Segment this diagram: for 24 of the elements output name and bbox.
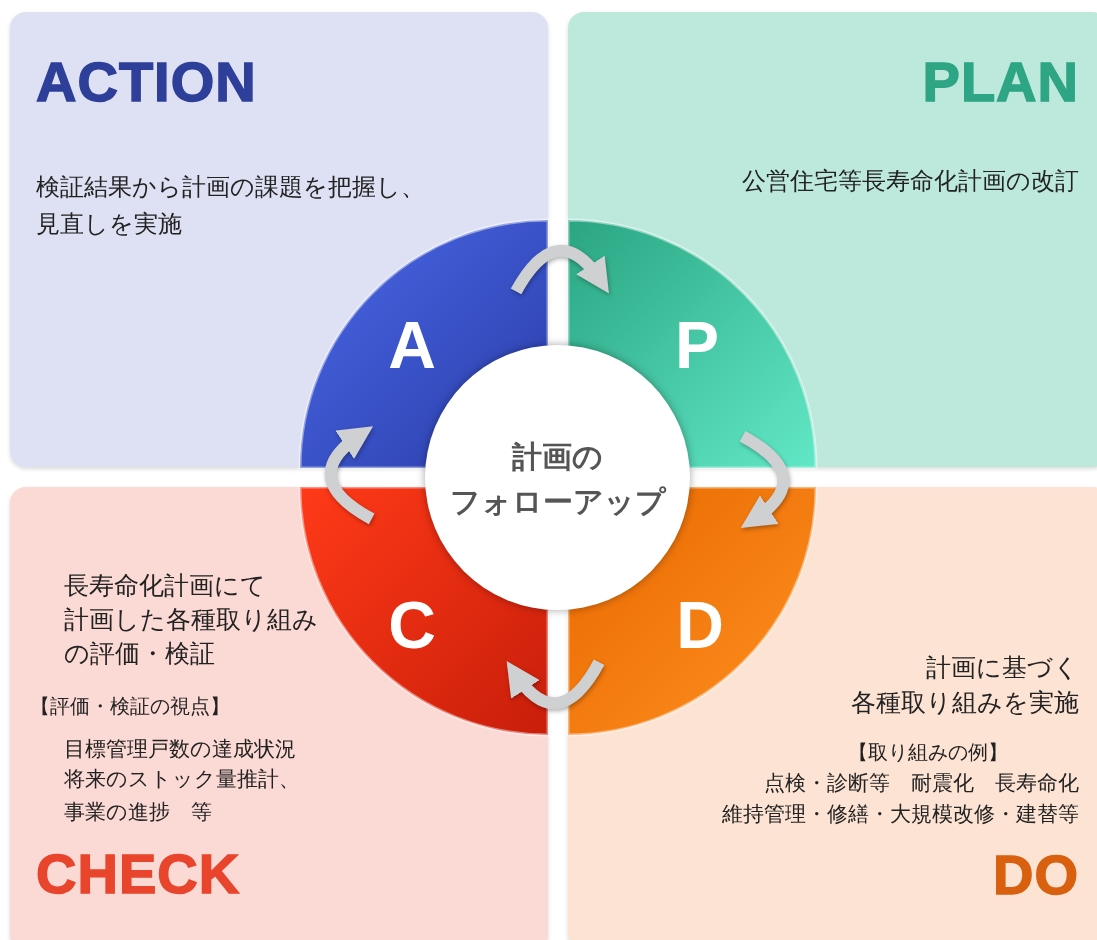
panel-text: 検証結果から計画の課題を把握し、見直しを実施 <box>36 172 426 241</box>
center-text: 計画の <box>511 439 604 475</box>
panel-text: 【評価・検証の視点】 <box>30 694 230 718</box>
segment-letter: A <box>387 312 437 378</box>
panel-text: 公営住宅等長寿命化計画の改訂 <box>741 167 1079 196</box>
center-text: フォローアップ <box>448 484 668 520</box>
panel-text: 計画した各種取り組み <box>64 605 318 635</box>
panel-heading: DO <box>992 847 1079 903</box>
panel-text: 維持管理・修繕・大規模改修・建替等 <box>721 802 1079 828</box>
panel-text: 事業の進捗 等 <box>64 800 212 826</box>
panel-heading: PLAN <box>921 54 1079 110</box>
panel-heading: ACTION <box>36 54 257 110</box>
panel-text: 目標管理戸数の達成状況 <box>64 737 296 763</box>
panel-text: 将来のストック量推計、 <box>64 767 300 793</box>
panel-text: 計画に基づく <box>925 653 1079 683</box>
panel-text: 点検・診断等 耐震化 長寿命化 <box>763 771 1079 797</box>
panel-text: 各種取り組みを実施 <box>850 688 1079 718</box>
segment-letter: P <box>674 312 720 378</box>
panel-text: の評価・検証 <box>64 639 215 669</box>
panel-heading: CHECK <box>36 846 241 902</box>
panel-text: 【取り組みの例】 <box>847 740 1008 764</box>
panel-text: 長寿命化計画にて <box>64 571 266 601</box>
segment-letter: C <box>387 592 437 658</box>
segment-letter: D <box>675 592 725 658</box>
